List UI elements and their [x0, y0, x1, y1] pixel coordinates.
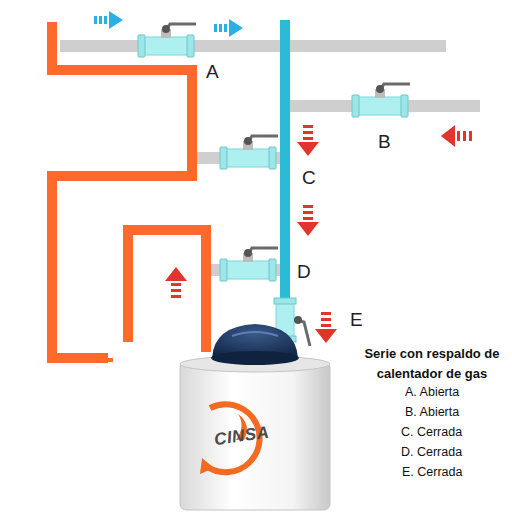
valve-label: D	[297, 262, 311, 281]
valve-state: E. Cerrada	[402, 463, 462, 482]
valve-state: C. Cerrada	[401, 423, 462, 442]
valve-label: C	[302, 168, 316, 187]
hot-pipe	[103, 358, 113, 362]
flow-arrow	[214, 19, 243, 37]
flow-arrow	[297, 125, 319, 156]
valve-label: A	[206, 62, 219, 81]
valve-b	[352, 84, 410, 117]
valve-state: D. Cerrada	[401, 443, 462, 462]
flow-arrow	[315, 312, 337, 343]
note-title: Serie con respaldo de calentador de gas	[357, 344, 507, 383]
supply-pipe	[60, 40, 446, 52]
valve-state: B. Abierta	[405, 403, 459, 422]
flow-arrow	[94, 11, 123, 29]
flow-arrow	[165, 267, 187, 298]
valve-label: B	[378, 132, 391, 151]
valve-c	[220, 136, 278, 169]
valve-d	[220, 248, 278, 281]
flow-arrow	[297, 205, 319, 236]
valve-state: A. Abierta	[405, 383, 459, 402]
valve-a	[138, 24, 196, 57]
flow-arrow	[441, 125, 472, 147]
valve-label: E	[350, 310, 363, 329]
hot-pipe	[128, 230, 206, 352]
water-heater	[180, 324, 330, 510]
hot-pipe	[52, 22, 192, 358]
